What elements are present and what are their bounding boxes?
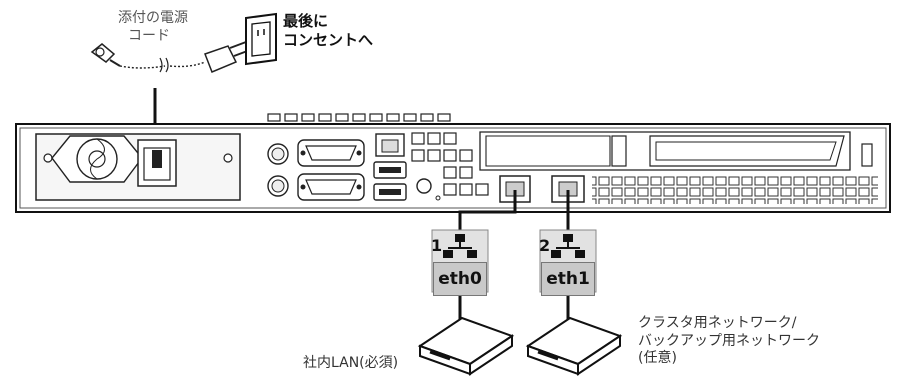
lan-network-label: 社内LAN(必須) xyxy=(303,355,399,371)
cluster-network-label-line2: バックアップ用ネットワーク xyxy=(638,332,820,349)
power-cable-label-line2: コード xyxy=(128,27,170,44)
power-cord-left xyxy=(119,65,166,69)
outlet-label-line2: コンセントへ xyxy=(283,30,374,49)
network-hub-icon xyxy=(525,316,623,376)
outlet-label-line1: 最後に xyxy=(283,12,329,30)
cluster-network-label-line1: クラスタ用ネットワーク/ xyxy=(638,315,797,331)
ps2-ports xyxy=(267,143,289,197)
lan-port-eth0 xyxy=(499,175,531,203)
wall-outlet-icon xyxy=(245,12,277,66)
power-cable-label: 添付の電源 コード xyxy=(118,10,188,45)
fan-icon xyxy=(51,135,143,183)
cluster-network-label-line3: (任意) xyxy=(638,350,677,366)
power-plug-icon xyxy=(90,43,121,67)
eth1-label: eth1 xyxy=(541,262,595,296)
cord-break-icon xyxy=(159,57,169,73)
usb-ports xyxy=(373,161,407,201)
power-supply-unit xyxy=(35,133,241,201)
cluster-network-label: クラスタ用ネットワーク/ バックアップ用ネットワーク (任意) xyxy=(638,315,820,368)
expansion-slot xyxy=(479,131,873,171)
eth0-label: eth0 xyxy=(433,262,487,296)
status-led-icon xyxy=(416,178,432,194)
vent-grid-right xyxy=(592,176,878,204)
outlet-label: 最後に コンセントへ xyxy=(283,12,373,50)
vent-grid-middle xyxy=(411,132,489,196)
vga-port xyxy=(297,173,365,201)
ac-inlet xyxy=(137,139,177,187)
power-cord-right xyxy=(169,61,206,68)
power-plug-icon xyxy=(204,41,251,73)
port-number-1: 1 xyxy=(431,236,443,255)
management-lan-port xyxy=(375,133,405,157)
port-number-2: 2 xyxy=(539,236,551,255)
serial-port xyxy=(297,139,365,167)
network-hub-icon xyxy=(417,316,515,376)
power-cable-label-line1: 添付の電源 xyxy=(118,10,188,26)
